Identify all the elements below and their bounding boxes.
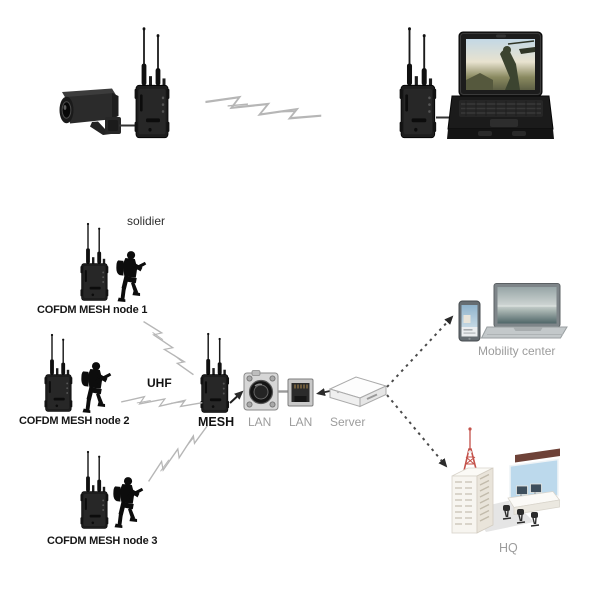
control-room-icon xyxy=(502,448,561,527)
mesh-label: MESH xyxy=(198,415,235,429)
server-icon xyxy=(328,376,388,408)
uhf-link-node3-icon xyxy=(144,419,211,487)
ethernet-port-icon xyxy=(287,378,314,407)
cofdm-mesh-node-1-icon xyxy=(79,222,147,303)
field-radio-icon xyxy=(133,26,171,139)
lan-camera-label: LAN xyxy=(248,415,272,429)
server-label: Server xyxy=(330,415,366,429)
mesh-central-radio-icon xyxy=(199,332,230,414)
cofdm-mesh-node-3-icon xyxy=(79,450,144,530)
mobility-laptop-icon xyxy=(480,283,568,339)
node2-label: COFDM MESH node 2 xyxy=(19,415,130,427)
wireless-link-icon xyxy=(203,93,324,122)
lan-connector-icon xyxy=(243,370,279,411)
uhf-label: UHF xyxy=(147,376,172,390)
mobility-center-label: Mobility center xyxy=(478,344,556,358)
lan-ethernet-label: LAN xyxy=(289,415,313,429)
vehicle-radio-icon xyxy=(398,26,438,139)
rugged-laptop-icon xyxy=(447,31,554,139)
cctv-camera-icon xyxy=(59,88,121,135)
hq-label: HQ xyxy=(499,541,518,555)
mesh-to-lan-arrow xyxy=(229,390,244,404)
server-to-lan-arrow xyxy=(316,388,331,396)
link-to-mobility-icon xyxy=(386,315,454,388)
link-to-hq-icon xyxy=(386,394,448,468)
cofdm-mesh-node-2-icon xyxy=(43,333,112,414)
node3-label: COFDM MESH node 3 xyxy=(47,535,158,547)
soldier-label: solidier xyxy=(127,214,166,228)
uhf-link-node1-icon xyxy=(138,317,200,378)
uhf-link-node2-icon xyxy=(120,393,204,410)
hq-building-icon xyxy=(451,427,534,534)
smartphone-icon xyxy=(458,300,481,342)
node1-label: COFDM MESH node 1 xyxy=(37,304,148,316)
